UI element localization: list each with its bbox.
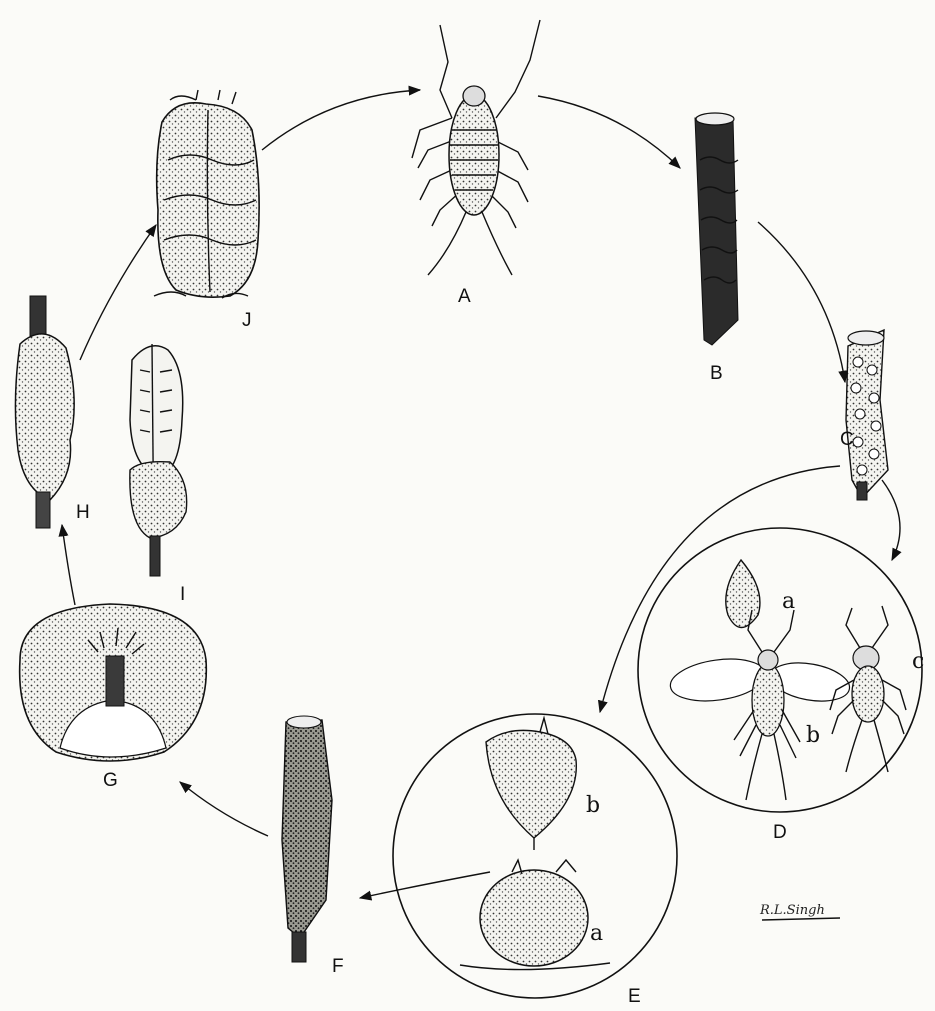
stage-b-figure [695,113,738,345]
label-a: A [458,286,471,307]
arrow-j-to-a [262,90,420,150]
artist-signature: R.L.Singh [759,903,825,918]
stage-d-group [638,528,922,812]
stage-d-a-cocoon [726,560,760,628]
stage-e-b-cell [486,730,576,838]
arrow-b-to-c [758,222,845,382]
signature-underline [762,918,840,920]
arrow-g-to-h [62,525,75,605]
label-j: J [242,310,252,331]
label-e: E [628,986,641,1007]
label-i: I [180,584,185,605]
stage-f-figure [282,716,332,962]
label-e-a: a [590,921,603,946]
arrow-f-to-g [180,782,268,836]
label-d-a: a [782,589,795,614]
stage-j-figure [154,90,259,298]
stage-h-figure [15,296,74,528]
label-h: H [76,502,90,523]
label-c: C [840,429,854,450]
arrow-h-to-j [80,225,156,360]
label-b: B [710,363,723,384]
stage-i-figure [130,344,187,576]
arrow-e-to-f [360,872,490,898]
stage-d-b-winged-insect [668,610,853,800]
label-g: G [103,770,118,791]
stage-e-group [393,714,677,998]
label-e-b: b [586,793,600,818]
stage-a-figure [412,20,540,275]
stage-g-figure [20,604,207,761]
arrow-a-to-b [538,96,680,168]
stage-e-a-cell [460,860,610,970]
label-d-c: c [912,649,924,674]
label-d: D [773,822,787,843]
stage-c-figure [846,330,888,500]
arrow-c-to-d [882,480,900,560]
label-f: F [332,956,344,977]
label-d-b: b [806,723,820,748]
